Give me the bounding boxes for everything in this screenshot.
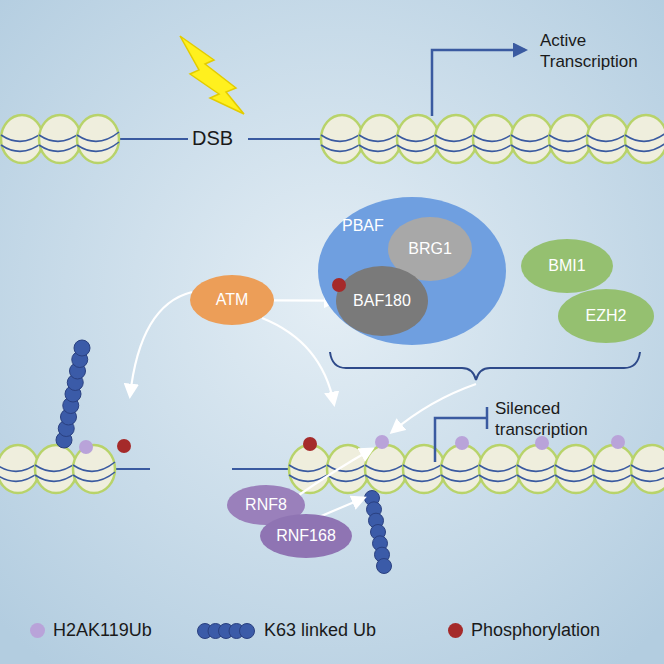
legend-item: K63 linked Ub xyxy=(196,620,376,641)
nucleosome xyxy=(587,115,629,163)
nucleosome xyxy=(35,445,77,493)
legend-swatch xyxy=(30,623,45,638)
silencing-bar xyxy=(435,407,487,462)
nucleosome xyxy=(473,115,515,163)
annotation: Active Transcription xyxy=(540,30,658,73)
protein-name: PBAF xyxy=(342,217,384,235)
nucleosome xyxy=(441,445,483,493)
transcription-arrow xyxy=(432,50,525,116)
protein-name: RNF8 xyxy=(245,496,287,514)
nucleosome xyxy=(549,115,591,163)
protein-ellipse: BMI1 xyxy=(521,239,613,293)
protein-ellipse: ATM xyxy=(190,275,274,325)
nucleosome xyxy=(479,445,521,493)
nucleosome xyxy=(397,115,439,163)
nucleosome xyxy=(327,445,369,493)
nucleosome xyxy=(593,445,635,493)
protein-ellipse: BAF180 xyxy=(336,266,428,336)
nucleosome xyxy=(517,445,559,493)
nucleosome xyxy=(631,445,664,493)
legend-chain xyxy=(196,622,256,640)
nucleosome xyxy=(1,115,43,163)
bracket xyxy=(330,352,640,380)
protein-name: ATM xyxy=(216,291,249,309)
legend-text: H2AK119Ub xyxy=(53,620,152,641)
nucleosome xyxy=(511,115,553,163)
nucleosome xyxy=(403,445,445,493)
legend-item: Phosphorylation xyxy=(448,620,600,641)
nucleosome xyxy=(435,115,477,163)
nucleosome xyxy=(39,115,81,163)
annotation: DSB xyxy=(192,126,233,151)
phosphorylation-dot xyxy=(332,278,346,292)
lightning-bolt xyxy=(180,36,244,114)
nucleosome xyxy=(289,445,331,493)
legend-swatch xyxy=(448,623,463,638)
nucleosome xyxy=(321,115,363,163)
protein-name: BAF180 xyxy=(353,292,411,310)
nucleosome xyxy=(77,115,119,163)
nucleosome xyxy=(73,445,115,493)
legend-text: K63 linked Ub xyxy=(264,620,376,641)
nucleosome xyxy=(625,115,664,163)
ubiquitin-chains xyxy=(56,340,392,574)
protein-name: BRG1 xyxy=(408,240,452,258)
protein-name: EZH2 xyxy=(586,307,627,325)
protein-name: BMI1 xyxy=(548,257,585,275)
nucleosome xyxy=(0,445,39,493)
nucleosome xyxy=(365,445,407,493)
legend-text: Phosphorylation xyxy=(471,620,600,641)
protein-ellipse: RNF168 xyxy=(260,514,352,558)
legend-item: H2AK119Ub xyxy=(30,620,152,641)
nucleosomes xyxy=(0,115,664,493)
annotation: Silenced transcription xyxy=(495,398,620,441)
protein-ellipse: PBAF BRG1BAF180 xyxy=(318,197,506,345)
protein-name: RNF168 xyxy=(276,527,336,545)
nucleosome xyxy=(359,115,401,163)
dna-linkers xyxy=(108,139,322,469)
protein-ellipse: EZH2 xyxy=(558,289,654,343)
nucleosome xyxy=(555,445,597,493)
